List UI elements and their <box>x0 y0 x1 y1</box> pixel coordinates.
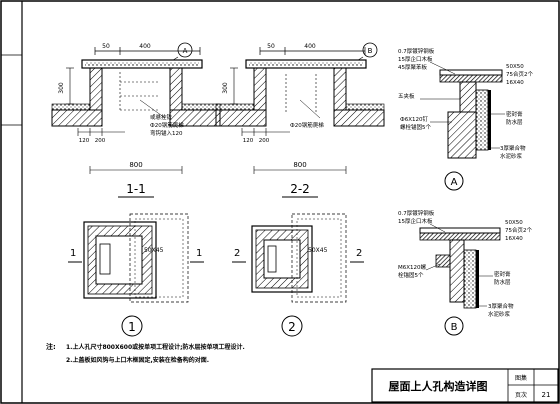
section2-dim-bottom-0: 120 <box>243 138 254 144</box>
plan2-marker: 2 <box>288 320 296 334</box>
plan1-marker-circle <box>121 315 143 337</box>
detail-b-left-3: 栓锚固5个 <box>398 271 424 279</box>
detail-b-right-5: 3厚聚合物 <box>488 302 514 310</box>
detail-a-left-0: 0.7厚镀锌钢板 <box>398 47 435 55</box>
section2-marker-circle <box>362 42 378 58</box>
title-block-title: 屋面上人孔构造详图 <box>389 379 488 393</box>
detail-a-right-5: 3厚聚合物 <box>500 144 526 152</box>
plan1-dim-label: 50X45 <box>144 247 164 254</box>
detail-b-left-0: 0.7厚镀锌钢板 <box>398 209 435 217</box>
plan1-section-mark-right: 1 <box>196 248 202 259</box>
detail-b-right-1: 75合页2个 <box>505 226 532 234</box>
section2-callout-0: Ф20钢筋爬梯 <box>290 121 324 129</box>
plan1-marker: 1 <box>128 320 136 334</box>
detail-b-left-2: M6X120螺 <box>398 263 427 271</box>
section1-callout-0: 或悬挂铁 <box>150 113 173 121</box>
section1-dim-top-0: 50 <box>102 43 110 50</box>
section1-marker-circle <box>177 42 193 58</box>
detail-a-marker: A <box>451 177 458 188</box>
detail-a-left-1: 15厚企口木板 <box>398 55 433 63</box>
notes: 注: 1.上人孔尺寸800X600或按单项工程设计;防水层按单项工程设计. 2.… <box>46 342 245 364</box>
section-1-1: 50 400 A 300 或悬挂铁 Ф20钢筋爬梯 弯钩锚入120 <box>51 42 221 198</box>
detail-b: 0.7厚镀锌钢板 15厚企口木板 M6X120螺 栓锚固5个 50X50 75合… <box>398 209 532 336</box>
section-2-2: 50 400 B 300 Ф20钢筋爬梯 120 200 800 2-2 <box>215 42 385 198</box>
detail-a-left-5: 螺栓锚固5个 <box>400 123 431 131</box>
notes-label: 注: <box>46 342 56 351</box>
section2-dim-bottom-1: 200 <box>259 138 270 144</box>
detail-a-right-6: 水泥砂浆 <box>500 152 523 160</box>
detail-a: 0.7厚镀锌钢板 15厚企口木板 45厚聚苯板 五夹板 Ф6X120钉 螺栓锚固… <box>398 47 533 191</box>
detail-a-right-4: 防水层 <box>506 118 523 126</box>
detail-b-right-6: 水泥砂浆 <box>488 310 511 318</box>
section1-dim-top-1: 400 <box>139 43 151 50</box>
section2-dim-height: 300 <box>222 82 229 94</box>
section1-dim-total: 800 <box>129 161 142 169</box>
detail-b-right-3: 密封膏 <box>494 270 511 278</box>
detail-a-right-0: 50X50 <box>506 64 524 70</box>
plan1-section-mark-left: 1 <box>70 248 76 259</box>
plan2-marker-circle <box>281 315 303 337</box>
detail-a-right-2: 16X40 <box>506 80 524 86</box>
detail-b-left-1: 15厚企口木板 <box>398 217 433 225</box>
section2-dim-top-0: 50 <box>267 43 275 50</box>
plan2-section-mark-left: 2 <box>234 248 240 259</box>
section1-label: 1-1 <box>126 182 146 196</box>
section2-dim-total: 800 <box>293 161 306 169</box>
detail-b-right-0: 50X50 <box>505 220 523 226</box>
detail-b-right-4: 防水层 <box>494 278 511 286</box>
section1-callout-2: 弯钩锚入120 <box>150 129 183 137</box>
section2-marker: B <box>368 47 373 55</box>
title-block-page-number: 21 <box>542 391 551 399</box>
notes-line-0: 1.上人孔尺寸800X600或按单项工程设计;防水层按单项工程设计. <box>66 343 245 351</box>
notes-line-1: 2.上盖板如风钩与上口木框固定,安装在检备构的对面. <box>66 356 209 364</box>
section1-dim-bottom-1: 200 <box>95 138 106 144</box>
section1-dim-height: 300 <box>58 82 65 94</box>
title-block-page-label: 页次 <box>515 391 527 399</box>
plan2-section-mark-right: 2 <box>356 248 362 259</box>
section2-dim-top-1: 400 <box>304 43 316 50</box>
section1-marker: A <box>183 47 188 55</box>
detail-b-right-2: 16X40 <box>505 236 523 242</box>
detail-b-marker: B <box>451 322 458 333</box>
section1-dim-bottom-0: 120 <box>79 138 90 144</box>
section1-callout-1: Ф20钢筋爬梯 <box>150 121 184 129</box>
plan2-dim-label: 50X45 <box>308 247 328 254</box>
detail-a-left-4: Ф6X120钉 <box>400 115 428 123</box>
detail-a-left-2: 45厚聚苯板 <box>398 63 427 71</box>
detail-a-right-1: 75合页2个 <box>506 70 533 78</box>
plan-2: 2 2 50X45 2 <box>232 213 364 337</box>
detail-a-marker-circle <box>444 171 464 191</box>
detail-a-right-3: 密封膏 <box>506 110 523 118</box>
detail-b-marker-circle <box>444 316 464 336</box>
detail-a-left-3: 五夹板 <box>398 92 415 100</box>
section2-label: 2-2 <box>290 182 310 196</box>
title-block: 屋面上人孔构造详图 图集 页次 21 <box>371 368 559 403</box>
plan-1: 1 1 50X45 1 <box>68 213 204 337</box>
title-block-atlas-label: 图集 <box>515 374 527 382</box>
